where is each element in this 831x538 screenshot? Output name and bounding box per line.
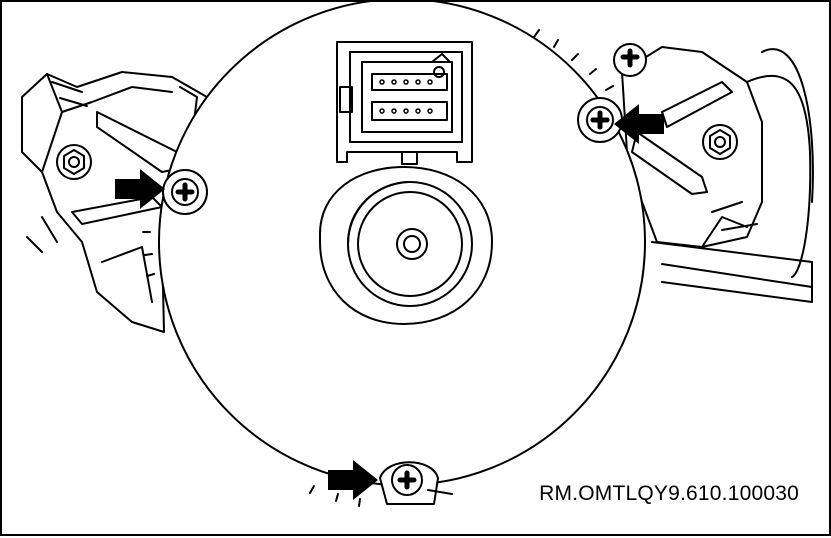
left-hex-bolt xyxy=(56,144,92,180)
right-mounting-screw xyxy=(577,97,623,143)
reference-code: RM.OMTLQY9.610.100030 xyxy=(539,482,799,505)
arrow-left-screw xyxy=(115,169,165,209)
wiring-connector xyxy=(336,41,473,165)
right-hex-bolt xyxy=(702,124,738,160)
left-mounting-screw xyxy=(162,169,208,215)
right-bracket xyxy=(621,46,814,303)
arrow-right-screw xyxy=(614,104,664,144)
arrow-bottom-screw xyxy=(328,460,378,500)
center-hub xyxy=(319,166,493,325)
top-right-phillips-screw xyxy=(613,43,647,77)
bottom-mounting-screw xyxy=(379,461,453,505)
